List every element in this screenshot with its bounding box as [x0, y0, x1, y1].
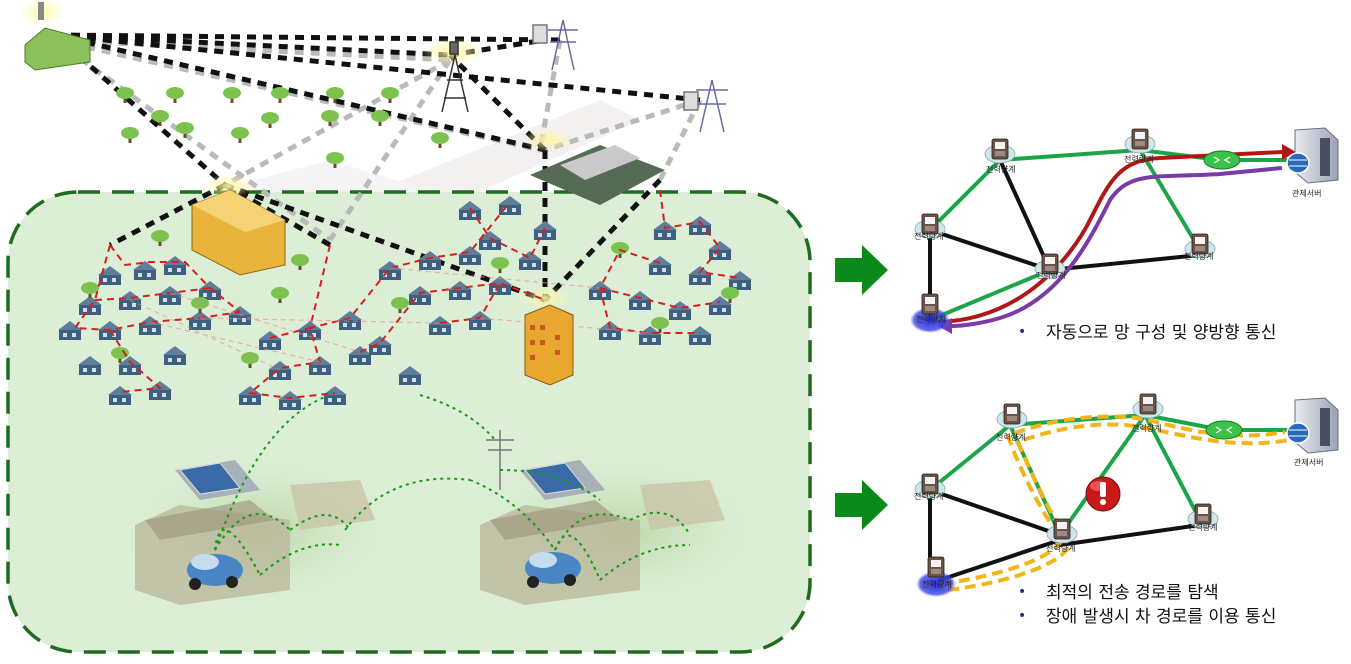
node-label: 전력량계: [1184, 251, 1213, 261]
mesh-links: [928, 413, 1302, 582]
node-label: 전력량계: [1132, 423, 1161, 433]
node-label: 전력량계: [914, 231, 943, 241]
power-tower-icon: [532, 19, 578, 71]
top-bullet-1: 자동으로 망 구성 및 양방향 통신: [1046, 323, 1276, 343]
bullet-marker: •: [1018, 584, 1026, 600]
meter-node: [996, 403, 1028, 429]
office-building-icon: [191, 189, 286, 276]
source-node-glow: [910, 307, 950, 333]
optimal-route: [947, 422, 1291, 592]
node-label: 전력량계: [1046, 543, 1075, 553]
source-node-glow: [916, 571, 956, 597]
arrow-icon: [835, 245, 888, 295]
bullet-marker: •: [1018, 608, 1026, 624]
left-scene: [6, 0, 812, 654]
meter-node: [1132, 393, 1164, 419]
server-icon: [1286, 397, 1339, 454]
router-icon: [1203, 150, 1241, 170]
router-icon: [1205, 420, 1243, 440]
antenna-icon: [441, 41, 469, 113]
bottom-bullet-1: 최적의 전송 경로를 탐색: [1046, 583, 1219, 603]
optimal-route: [941, 414, 1286, 586]
node-label: 전력량계: [922, 579, 951, 589]
meter-node: [1046, 518, 1078, 544]
bottom-bullet-2: 장애 발생시 차 경로를 이용 통신: [1046, 607, 1276, 627]
route-return: [951, 166, 1283, 328]
meter-node: [927, 556, 945, 578]
meter-node: [1124, 128, 1156, 154]
route-forward: [937, 150, 1283, 324]
power-tower-icon: [683, 79, 728, 133]
node-label: 전력량계: [916, 314, 945, 324]
node-label: 전력량계: [986, 164, 1015, 174]
node-label: 전력량계: [996, 432, 1025, 442]
meter-node: [984, 138, 1016, 164]
office-building-icon: [530, 145, 665, 205]
bottom-mesh-diagram: 전력량계 전력량계 전력량계 전력량계 전력량계 전력량계 관제서버 • 최적의…: [914, 393, 1339, 627]
antenna-glows: [20, 0, 574, 310]
ev-car-icon: [525, 552, 581, 588]
utility-pole-icon: [486, 430, 514, 490]
home-network-links: [214, 394, 691, 581]
server-label: 관제서버: [1292, 188, 1321, 198]
route-forward-arrowhead: [1282, 144, 1296, 160]
top-mesh-diagram: 전력량계 전력량계 전력량계 전력량계 전력량계 전력량계 관제서버 • 자동으…: [910, 127, 1339, 343]
server-label: 관제서버: [1294, 457, 1323, 467]
node-label: 전력량계: [914, 491, 943, 501]
node-label: 전력량계: [1188, 522, 1217, 532]
alert-icon: [1085, 476, 1121, 512]
mesh-links: [928, 148, 1302, 322]
arrow-icon: [835, 480, 888, 530]
meter-node: [921, 293, 939, 315]
apartment-icon: [524, 304, 574, 386]
server-icon: [1286, 127, 1339, 184]
node-label: 전력량계: [1036, 270, 1065, 280]
bullet-marker: •: [1018, 324, 1026, 340]
node-label: 전력량계: [1124, 154, 1153, 164]
meter-house-icon: [24, 2, 91, 71]
faint-mesh-links: [129, 267, 651, 371]
ev-car-icon: [187, 554, 243, 590]
